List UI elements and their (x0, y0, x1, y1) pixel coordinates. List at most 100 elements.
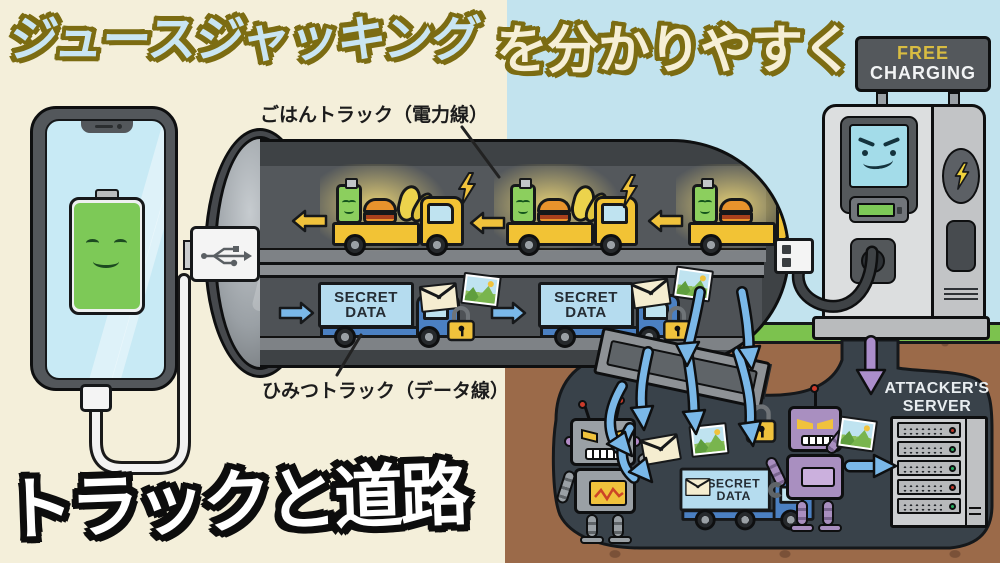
usb-plug-icon (190, 226, 260, 282)
power-lane-label: ごはんトラック（電力線） (260, 105, 489, 126)
robot-foot (580, 536, 604, 544)
keyhole (460, 329, 464, 337)
panel-slot (969, 506, 981, 509)
robot-eye (797, 419, 813, 429)
wheel (334, 326, 356, 348)
wheel (518, 234, 540, 256)
battery-smile (93, 255, 119, 268)
main-title: ジュースジャッキング (7, 13, 482, 67)
shackle (667, 305, 687, 323)
sign-line1: FREE (896, 43, 949, 64)
bun (719, 198, 753, 213)
burger-cargo (537, 198, 571, 224)
usb-pin (782, 258, 791, 267)
server-unit (897, 498, 961, 514)
truck-window (783, 203, 787, 224)
data-lane-label: ひみつトラック（データ線） (262, 381, 510, 402)
antenna-tip (578, 400, 587, 409)
hacker-robot-purple (763, 384, 863, 536)
attacker-server-rack (890, 416, 988, 528)
power-arrow-left-icon (469, 211, 506, 235)
eye (348, 200, 356, 205)
robot-eye (817, 419, 833, 429)
evil-eye (862, 150, 868, 156)
sub-title: を分かりやすく (496, 22, 854, 80)
station-screen (849, 124, 909, 188)
station-battery-panel (849, 196, 909, 223)
truck-window (601, 203, 628, 224)
wheel (694, 509, 716, 531)
secret-label: DATA (345, 304, 387, 321)
speaker (95, 125, 113, 128)
evil-eye (890, 150, 896, 156)
bun (537, 212, 571, 224)
wheel (734, 509, 756, 531)
charging-station-side (934, 104, 986, 322)
server-vents (902, 464, 942, 473)
lightning-icon (954, 162, 970, 190)
secret-data-truck: SECRET DATA (538, 282, 680, 348)
server-led-red (949, 426, 956, 434)
robot-chest-screen (589, 480, 627, 506)
power-arrow-left-icon (291, 209, 328, 233)
keyhole (760, 430, 764, 438)
smile (700, 208, 710, 214)
keyhole (676, 329, 680, 337)
server-unit (897, 479, 961, 495)
server-vents (902, 483, 942, 492)
wheel (600, 234, 622, 256)
lightning-icon (620, 174, 638, 208)
robot-foot (608, 536, 632, 544)
antenna (814, 392, 817, 408)
secret-label: DATA (716, 488, 751, 503)
burger-cargo (719, 198, 753, 224)
free-charging-sign: FREE CHARGING (855, 36, 991, 92)
eye (516, 200, 524, 205)
bun (537, 198, 571, 213)
secret-label: SECRET (554, 288, 618, 306)
server-unit (897, 441, 961, 457)
truck-window (427, 203, 454, 224)
tunnel-cable: SECRET DATA SECRET DATA (260, 139, 790, 368)
smile (344, 208, 354, 214)
usb-plug-icon (774, 238, 814, 274)
secret-label: SECRET (334, 288, 398, 306)
robot-chest-panel (801, 467, 835, 487)
battery-eye (86, 239, 99, 247)
eye (704, 200, 712, 205)
bottom-caption: トラックと道路 (3, 455, 468, 550)
bun (363, 198, 397, 213)
server-label-line2: SERVER (902, 398, 972, 416)
eye (698, 200, 706, 205)
power-arrow-left-icon (647, 209, 684, 233)
data-arrow-right-icon (490, 301, 527, 325)
cargo-box: SECRET DATA (679, 467, 771, 512)
phone-screen (45, 119, 166, 380)
eye (522, 200, 530, 205)
secret-label: DATA (565, 304, 607, 321)
sign-line2: CHARGING (870, 63, 976, 83)
stolen-data-truck: SECRET DATA (679, 467, 815, 531)
battery-cargo (336, 178, 362, 224)
station-vents (944, 288, 978, 302)
usb-trident-icon (201, 246, 252, 267)
power-truck (494, 164, 638, 256)
keyhole (458, 325, 465, 332)
secret-label: SECRET (707, 475, 761, 491)
hacker-robot-gray (555, 396, 669, 544)
shackle (451, 305, 471, 323)
server-vents (902, 445, 942, 454)
attacker-server-label: ATTACKER'S SERVER (862, 380, 1000, 417)
battery-eye (114, 239, 127, 247)
server-label-line1: ATTACKER'S (884, 380, 990, 397)
padlock-icon (447, 305, 475, 342)
battery-fill (74, 203, 140, 309)
server-led-red (949, 483, 956, 491)
panel-slot (969, 512, 981, 515)
lightning-icon (458, 172, 476, 206)
camera-dot (117, 124, 122, 129)
power-truck (320, 164, 464, 256)
